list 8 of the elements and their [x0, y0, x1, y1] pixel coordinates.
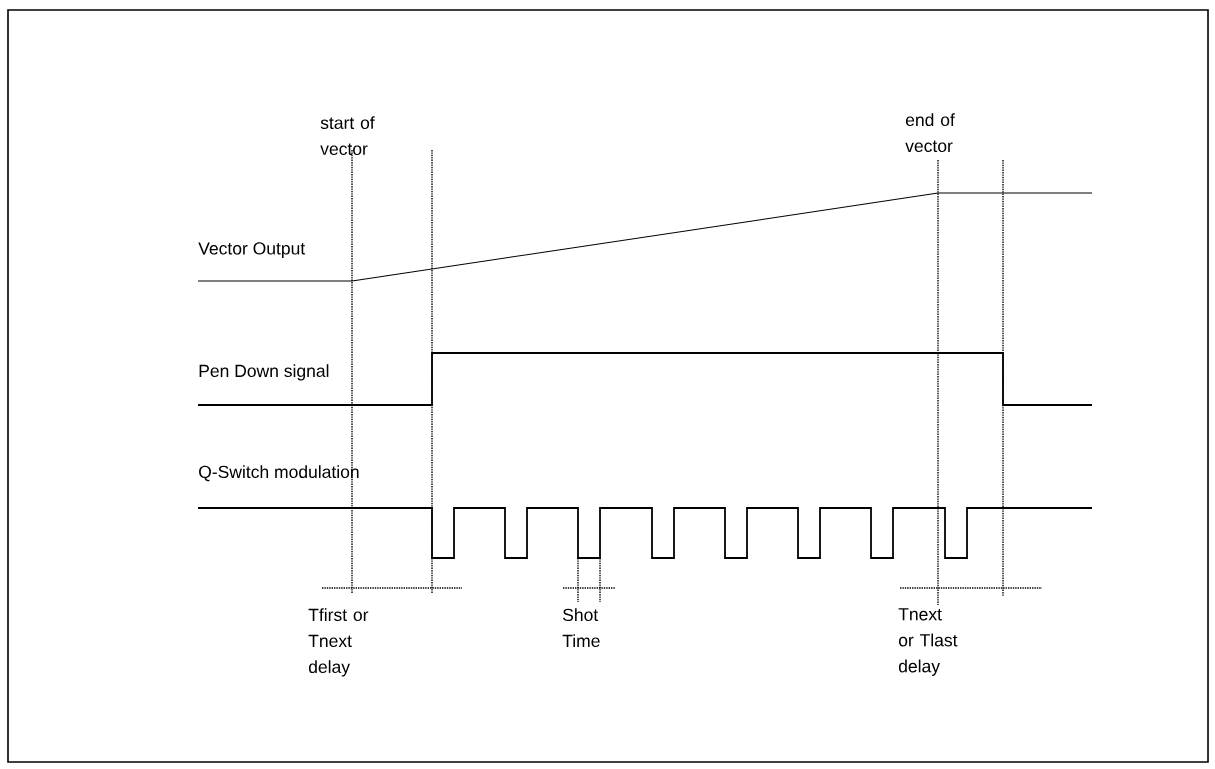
- signal-label: Q-Switch modulation: [199, 465, 359, 482]
- delay-label: Tfirst or Tnext delay: [308, 608, 369, 677]
- signal-label: Pen Down signal: [199, 364, 329, 381]
- delay-label: Tnext or Tlast delay: [898, 608, 958, 676]
- marker-label: start of vector: [320, 116, 375, 156]
- marker-label: end of vector: [905, 113, 955, 153]
- delay-label: Shot Time: [562, 608, 600, 648]
- signal-label: Vector Output: [198, 242, 306, 259]
